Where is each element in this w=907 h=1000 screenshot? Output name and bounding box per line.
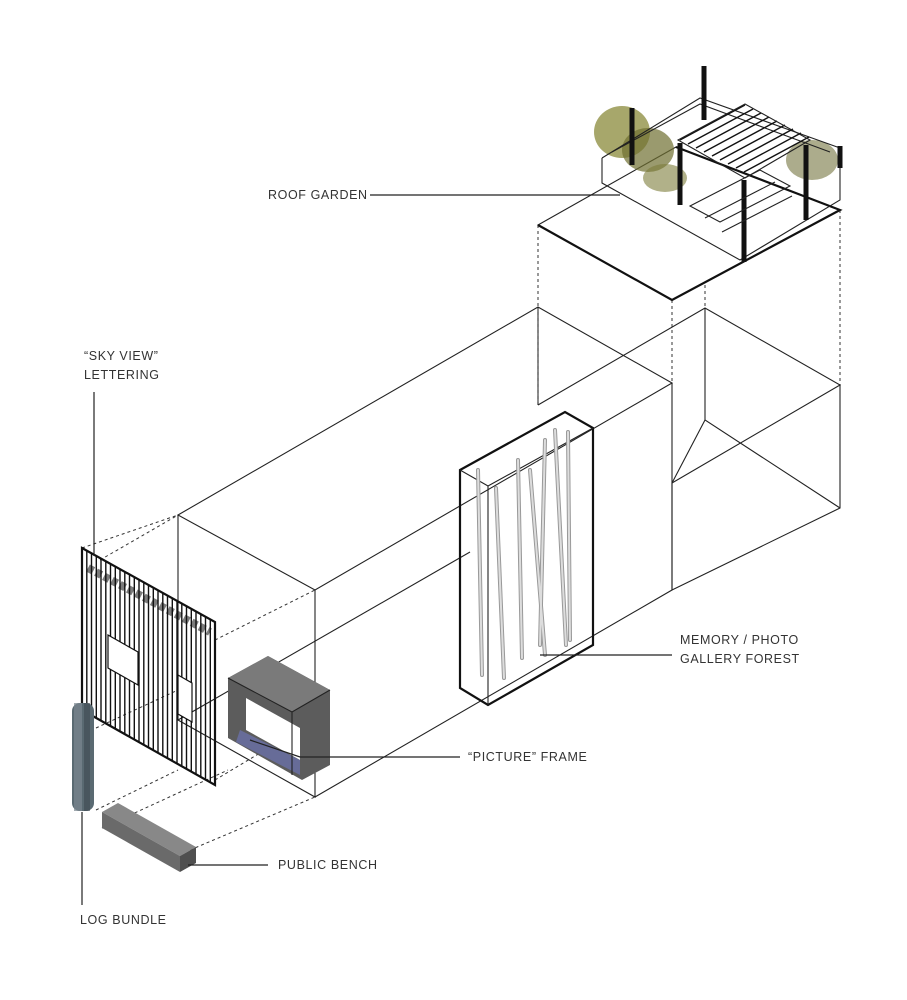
label-memory-line2: GALLERY FOREST — [680, 652, 800, 666]
log-bundle — [72, 703, 94, 811]
label-picture-frame: “PICTURE” FRAME — [468, 750, 587, 764]
label-roof-garden: ROOF GARDEN — [268, 188, 368, 202]
label-sky-view-line2: LETTERING — [84, 368, 160, 382]
roof-garden-pavilion — [594, 66, 843, 262]
pergola-slats — [676, 103, 812, 179]
public-bench — [102, 803, 196, 872]
label-sky-view-line1: “SKY VIEW” — [84, 349, 159, 363]
roof-slab — [536, 145, 843, 302]
rear-tower-volume — [537, 210, 842, 591]
label-memory-line1: MEMORY / PHOTO — [680, 633, 799, 647]
gallery-forest — [458, 410, 595, 707]
sky-view-wall — [80, 546, 217, 787]
leader-lines — [81, 194, 672, 905]
label-log-bundle: LOG BUNDLE — [80, 913, 167, 927]
label-public-bench: PUBLIC BENCH — [278, 858, 378, 872]
picture-frame — [227, 656, 331, 780]
labels: ROOF GARDEN “SKY VIEW” LETTERING MEMORY … — [80, 188, 800, 927]
